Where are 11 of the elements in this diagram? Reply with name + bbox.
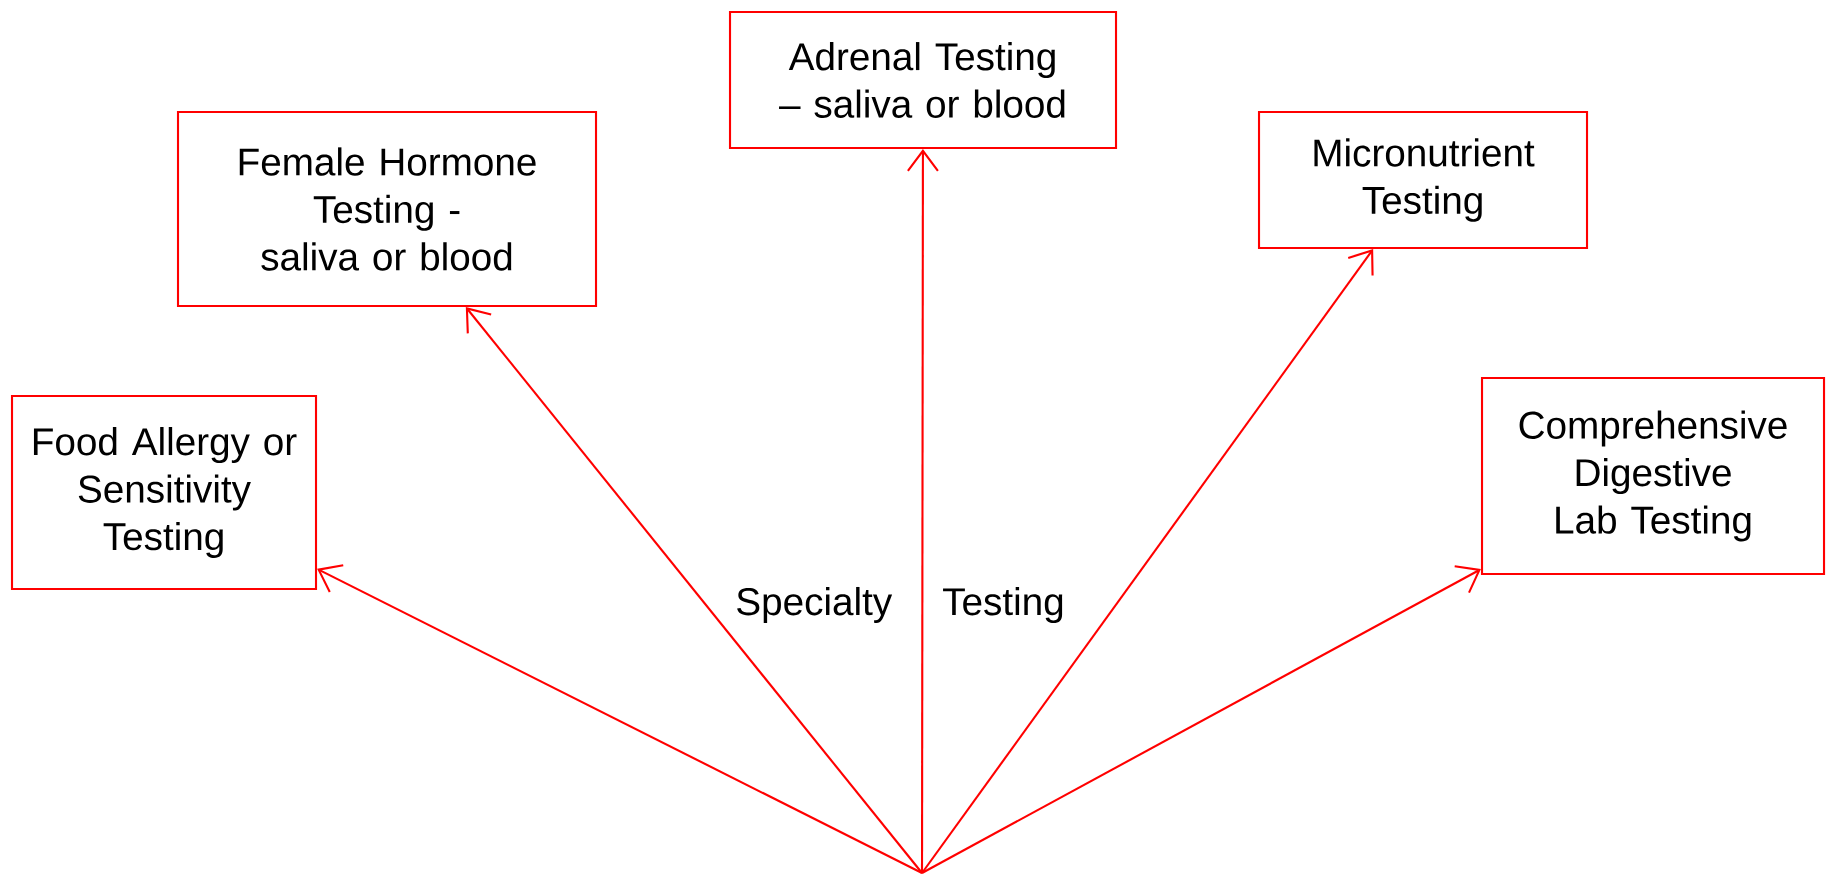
arrow	[907, 149, 939, 873]
arrow	[465, 307, 923, 874]
caption-text: Specialty Testing	[737, 586, 1063, 623]
test-box: Comprehensive Digestive Lab Testing	[1480, 376, 1826, 576]
test-box: Micronutrient Testing	[1257, 110, 1589, 250]
test-box: Adrenal Testing – saliva or blood	[728, 10, 1118, 150]
arrow	[921, 249, 1374, 874]
test-box: Female Hormone Testing - saliva or blood	[176, 110, 598, 308]
arrow	[921, 565, 1481, 874]
test-box: Food Allergy or Sensitivity Testing	[10, 394, 318, 591]
arrow	[317, 564, 923, 874]
